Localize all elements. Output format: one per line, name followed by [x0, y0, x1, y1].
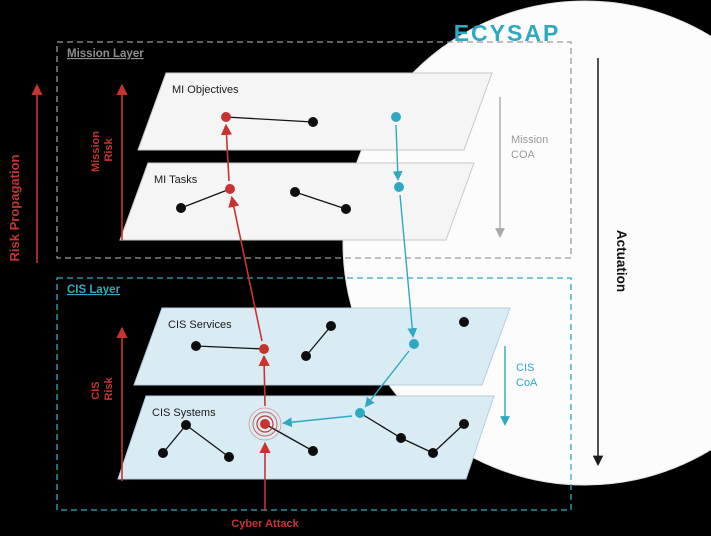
edge [400, 437, 434, 454]
node [301, 351, 311, 361]
cis-coa-line2: CoA [516, 377, 538, 389]
coa-arrow-services-to-systems [364, 350, 410, 408]
node [308, 446, 318, 456]
mi-tasks-label: MI Tasks [154, 174, 198, 186]
plane-cis-services [133, 307, 511, 386]
ring [256, 415, 274, 433]
node [459, 419, 469, 429]
mission-coa-line2: COA [511, 149, 536, 161]
node-red-attacked-system [260, 419, 270, 429]
node-teal-system [355, 408, 365, 418]
edge [305, 325, 332, 357]
ring [252, 411, 278, 437]
mission-risk-line2: Risk [103, 138, 115, 162]
attack-arrow-tasks-to-objectives [220, 123, 233, 182]
node [396, 433, 406, 443]
mission-coa-line1: Mission [511, 134, 548, 146]
node-teal-objective [391, 112, 401, 122]
edge [225, 116, 314, 123]
edge [359, 412, 402, 439]
graph-nodes [158, 112, 469, 462]
planes [117, 72, 511, 480]
node-red-objective [221, 112, 231, 122]
risk-propagation-arrows [220, 123, 271, 511]
plane-mi-tasks [119, 162, 475, 241]
node-red-service [259, 344, 269, 354]
edge [294, 191, 347, 210]
node-teal-service [409, 339, 419, 349]
coa-arrow-objectives-to-tasks [392, 124, 403, 181]
mi-objectives-label: MI Objectives [172, 84, 239, 96]
cis-risk-line2: Risk [103, 377, 115, 401]
cis-layer-label: CIS Layer [67, 284, 121, 296]
cis-systems-label: CIS Systems [152, 407, 216, 419]
cis-risk-line1: CIS [90, 381, 102, 399]
node [181, 420, 191, 430]
ring [248, 407, 282, 441]
edge [264, 423, 314, 452]
cis-layer-box [56, 277, 572, 511]
edge [195, 345, 265, 350]
mission-layer-box [56, 41, 572, 259]
node [308, 117, 318, 127]
coa-arrow-to-attacked-node [282, 415, 353, 428]
risk-propagation-label: Risk Propagation [7, 154, 22, 261]
graph-edges [162, 116, 465, 458]
plane-cis-systems [117, 395, 495, 480]
node [290, 187, 300, 197]
mission-risk-line1: Mission [90, 131, 102, 172]
mission-layer-label: Mission Layer [67, 48, 144, 60]
cis-services-label: CIS Services [168, 319, 232, 331]
mission-coa-label: Mission COA [511, 134, 551, 161]
mission-risk-label: Mission Risk [90, 128, 115, 172]
coa-arrow-tasks-to-services [399, 194, 418, 338]
edge [162, 424, 187, 454]
actuation-label: Actuation [614, 230, 629, 292]
edge [185, 424, 230, 458]
cis-coa-line1: CIS [516, 362, 534, 374]
attacked-node-rings [248, 407, 282, 441]
edge [180, 188, 231, 209]
attack-arrow-services-to-tasks [228, 195, 263, 342]
node [326, 321, 336, 331]
node [191, 341, 201, 351]
node [341, 204, 351, 214]
attack-arrow-systems-to-services [258, 354, 270, 407]
node [428, 448, 438, 458]
coa-arrows [282, 124, 418, 428]
edge [432, 423, 465, 454]
cis-coa-label: CIS CoA [516, 362, 538, 389]
node [459, 317, 469, 327]
node-teal-task [394, 182, 404, 192]
cis-risk-label: CIS Risk [90, 377, 115, 401]
node-red-task [225, 184, 235, 194]
node [224, 452, 234, 462]
node [176, 203, 186, 213]
cyber-attack-label: Cyber Attack [231, 518, 299, 530]
node [158, 448, 168, 458]
